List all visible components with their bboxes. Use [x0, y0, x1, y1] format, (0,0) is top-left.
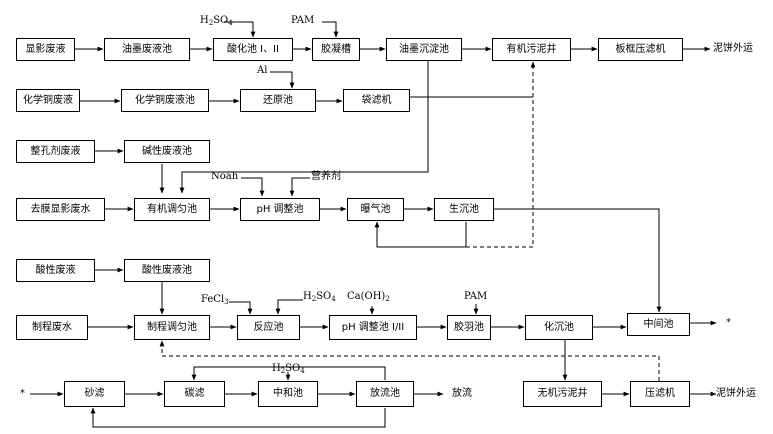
feed-yingyangji — [289, 177, 310, 197]
star-in-label: * — [20, 388, 25, 399]
dashed-shengchen-to-youjijing — [466, 61, 536, 248]
shengchen-chi-box: 生沉池 — [434, 198, 494, 221]
bankuang-yaolvji-box: 板框压滤机 — [598, 38, 683, 61]
recycle-fangliu-to-shalv — [90, 407, 386, 428]
huachen-chi-box: 化沉池 — [525, 315, 593, 340]
reagent-h2so4-2: H2SO4 — [303, 291, 336, 303]
reagent-h2so4-1: H2SO4 — [200, 15, 233, 27]
feed-fecl3 — [229, 301, 253, 315]
tanlv-box: 碳滤 — [164, 381, 225, 407]
xianying-feiye-box: 显影废液 — [16, 38, 75, 61]
reagent-al: Al — [257, 65, 268, 76]
youmo-feiye-chi-box: 油墨废液池 — [104, 38, 190, 61]
suanhua-chi-box: 酸化池 I、II — [213, 38, 293, 61]
reagent-pam-1: PAM — [291, 15, 315, 26]
recycle-fangliu-to-tanlv — [191, 366, 386, 381]
nibing-waiyun-label-2: 泥饼外运 — [716, 388, 756, 399]
feed-noah — [241, 177, 265, 197]
feed-h2so4-1 — [224, 21, 256, 38]
zhongjian-chi-box: 中间池 — [627, 313, 690, 336]
zhonghe-chi-box: 中和池 — [258, 381, 318, 407]
dashed-yaolvji-to-zhicheng — [159, 340, 660, 381]
youmo-chendian-chi-box: 油墨沉淀池 — [386, 38, 462, 61]
qumo-xianying-feishui-box: 去膜显影废水 — [16, 198, 105, 221]
reagent-fecl3: FeCl3 — [201, 294, 229, 306]
baoqi-chi-box: 曝气池 — [347, 198, 404, 221]
jiaoyu-chi-box: 胶羽池 — [447, 315, 491, 340]
fangliu-label: 放流 — [452, 388, 472, 399]
zhicheng-feishui-box: 制程废水 — [16, 315, 88, 340]
suanxing-feiye-box: 酸性废液 — [16, 259, 95, 282]
reagent-h2so4-3: H2SO4 — [272, 363, 305, 375]
suanxing-feiye-chi-box: 酸性废液池 — [124, 259, 210, 282]
feed-pam-1 — [322, 21, 339, 38]
dailvji-box: 袋滤机 — [343, 89, 410, 112]
yingyangji-label: 营养剂 — [311, 171, 341, 182]
jianxing-feiye-chi-box: 碱性废液池 — [124, 140, 210, 163]
line-shengchen-to-zhongjian — [494, 208, 662, 313]
reagent-pam-2: PAM — [464, 291, 488, 302]
jiaoning-cao-box: 胶凝槽 — [312, 38, 360, 61]
reagent-caoh2: Ca(OH)2 — [347, 291, 390, 303]
huaxuetong-feiye-box: 化学铜废液 — [16, 89, 80, 112]
zhengkongji-feiye-box: 整孔剂废液 — [16, 140, 95, 163]
yaolvji-box: 压滤机 — [630, 381, 690, 407]
fanying-chi-box: 反应池 — [237, 315, 300, 340]
huaxuetong-feiye-chi-box: 化学铜废液池 — [121, 89, 209, 112]
ph-tiaozheng-chi-2-box: pH 调整池 I/II — [329, 315, 417, 340]
wuji-wuni-jing-box: 无机污泥井 — [523, 381, 602, 407]
fangliu-chi-box: 放流池 — [356, 381, 414, 407]
feed-h2so4-2 — [275, 299, 303, 315]
zhicheng-tiaojun-chi-box: 制程调匀池 — [134, 315, 210, 340]
nibing-waiyun-label-1: 泥饼外运 — [713, 43, 753, 54]
feed-al — [270, 71, 295, 89]
star-out-label: * — [726, 317, 731, 328]
youji-wuni-jing-box: 有机污泥井 — [492, 38, 571, 61]
recycle-shengchen-to-baoqi — [374, 221, 467, 248]
reagent-noah: Noah — [211, 171, 239, 182]
line-chendian-to-tiaojun — [179, 61, 429, 194]
ph-tiaozheng-chi-box: pH 调整池 — [240, 198, 320, 221]
youji-tiaojun-chi-box: 有机调匀池 — [134, 198, 210, 221]
shalv-box: 砂滤 — [64, 381, 125, 407]
huanyuan-chi-box: 还原池 — [240, 89, 316, 112]
